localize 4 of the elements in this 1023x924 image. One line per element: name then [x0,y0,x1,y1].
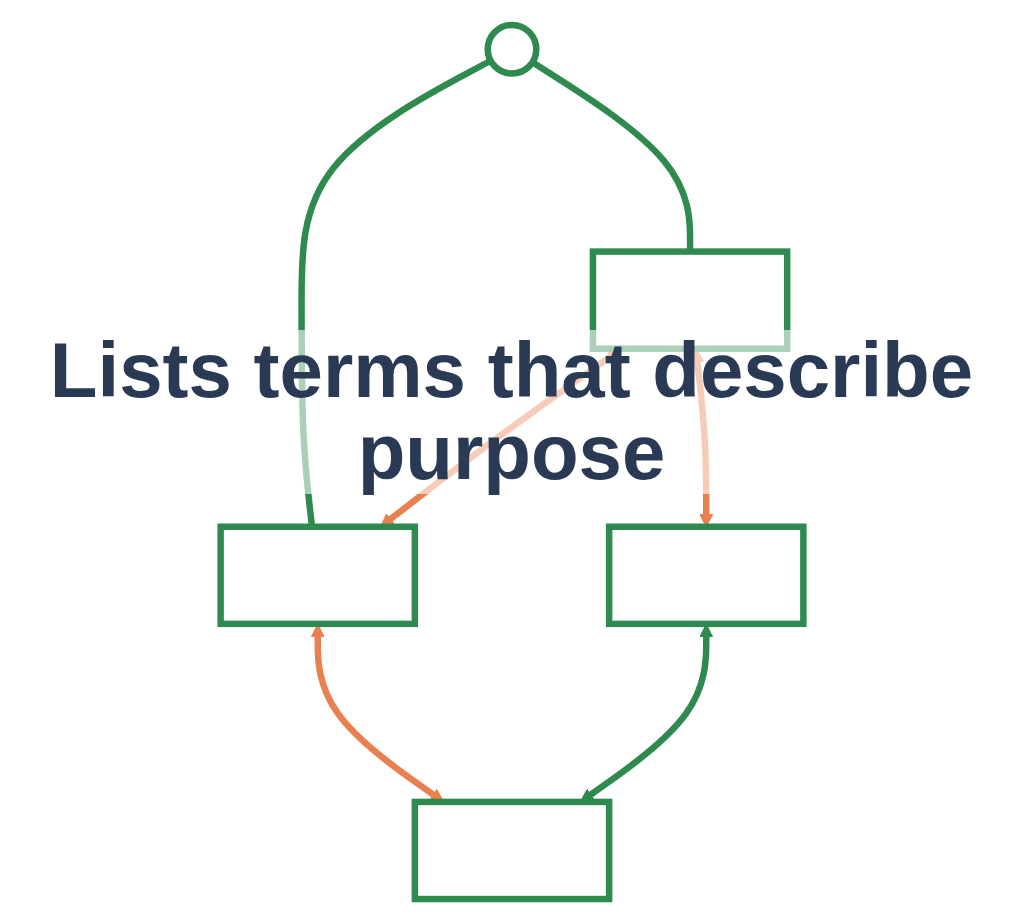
node-circle [484,21,539,77]
node-box [605,523,807,628]
node-box [216,523,418,628]
node-box [411,798,612,903]
